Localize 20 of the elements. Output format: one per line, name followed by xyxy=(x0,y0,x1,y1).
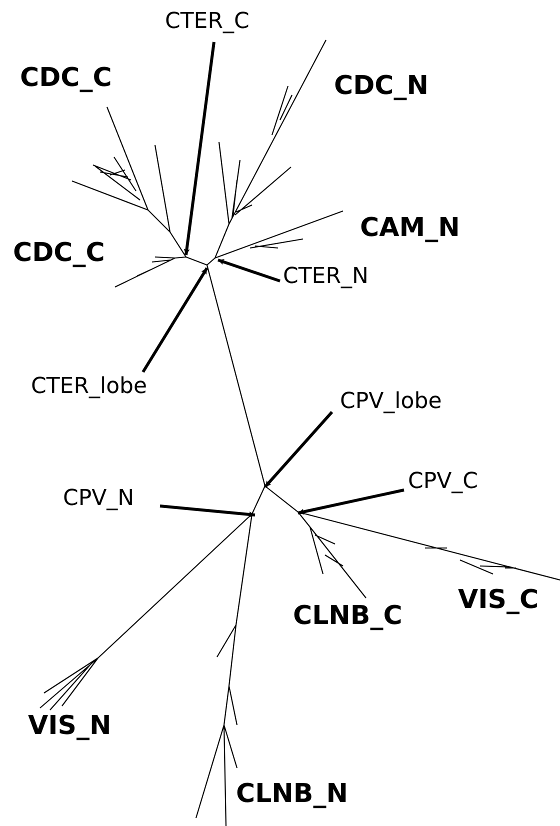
node-label: CPV_C xyxy=(408,471,478,493)
arrow xyxy=(142,267,208,373)
node-label: CTER_lobe xyxy=(31,376,148,398)
arrow xyxy=(264,411,334,488)
clade-label: CDC_C xyxy=(13,240,105,266)
clade-label: CLNB_C xyxy=(293,603,402,629)
clade-label: VIS_N xyxy=(28,713,112,739)
clade-label: CDC_N xyxy=(334,73,429,99)
clade-label: VIS_C xyxy=(458,587,539,613)
clade-label: CAM_N xyxy=(360,215,460,241)
clade-label: CLNB_N xyxy=(236,781,348,807)
arrow xyxy=(160,504,256,518)
arrow xyxy=(184,42,216,256)
arrow xyxy=(298,488,404,515)
node-label: CTER_C xyxy=(165,11,250,33)
node-label: CPV_N xyxy=(63,488,134,510)
arrow xyxy=(218,258,280,282)
node-label: CTER_N xyxy=(283,266,368,288)
clade-label: CDC_C xyxy=(20,65,112,91)
node-label: CPV_lobe xyxy=(340,391,442,413)
